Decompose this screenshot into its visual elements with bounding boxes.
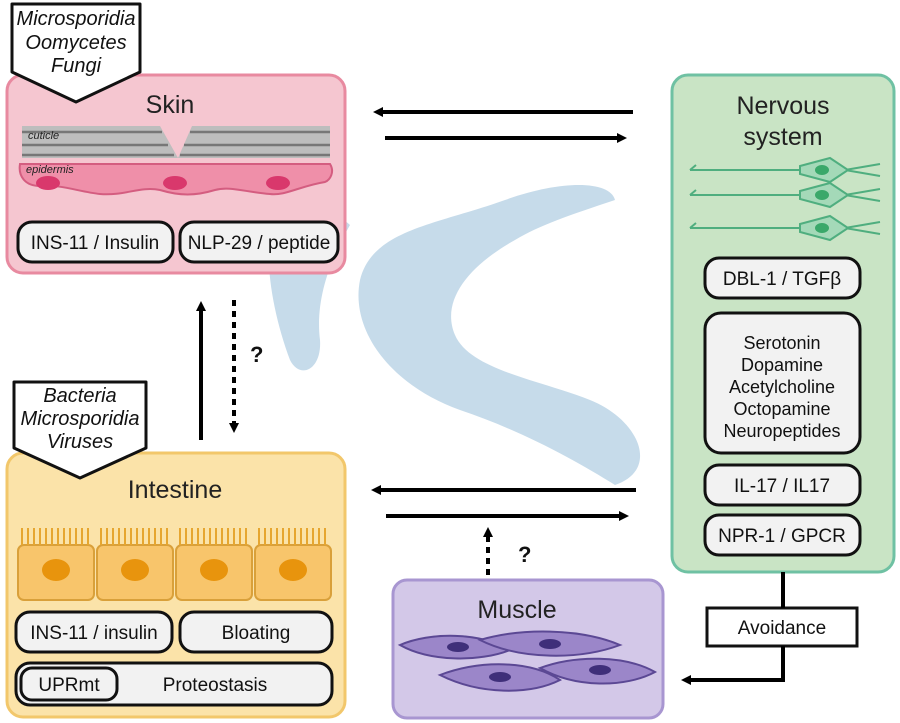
intestine-pill-uprmt-label: UPRmt xyxy=(38,675,100,696)
epidermis-nucleus xyxy=(163,176,187,190)
skin-panel: Skin cuticle epidermis INS-11 / Insulin … xyxy=(5,73,347,275)
neurotransmitter-serotonin: Serotonin xyxy=(743,333,820,353)
intestine-pill-uprmt xyxy=(19,666,119,702)
neurotransmitter-octopamine: Octopamine xyxy=(733,399,830,419)
skin-pill-insulin-label: INS-11 / Insulin xyxy=(31,233,159,254)
intestine-panel: Intestine INS-11 / insulin Bloating UPRm… xyxy=(5,451,347,719)
skin-title: Skin xyxy=(146,91,195,119)
epidermis-label: epidermis xyxy=(26,164,74,176)
skin-pill-insulin xyxy=(16,220,175,264)
intestine-pathogen-1: Bacteria xyxy=(43,385,116,407)
nervous-pill-il17-label: IL-17 / IL17 xyxy=(734,476,830,497)
neurotransmitter-neuropeptides: Neuropeptides xyxy=(723,421,840,441)
nervous-pill-npr1 xyxy=(703,513,862,557)
neurotransmitter-acetylcholine: Acetylcholine xyxy=(729,377,835,397)
neuron-illustrations xyxy=(689,156,881,242)
question-mark-muscle: ? xyxy=(518,542,531,567)
muscle-nucleus xyxy=(589,665,611,675)
neurotransmitter-dopamine: Dopamine xyxy=(741,355,823,375)
nervous-pill-dbl1 xyxy=(703,256,862,300)
worm-shape xyxy=(268,185,641,485)
neuron-nucleus xyxy=(815,223,829,233)
intestine-pathogen-2: Microsporidia xyxy=(21,408,140,430)
arrow-avoidance-to-muscle xyxy=(681,646,785,685)
skin-pill-nlp29-label: NLP-29 / peptide xyxy=(188,233,331,254)
intestine-pill-insulin-label: INS-11 / insulin xyxy=(30,623,157,644)
epidermis-nucleus xyxy=(36,176,60,190)
avoidance-label: Avoidance xyxy=(738,618,826,639)
intestine-pathogens-callout: Bacteria Microsporidia Viruses xyxy=(12,380,148,480)
muscle-nucleus xyxy=(447,642,469,652)
skin-pathogens-callout: Microsporidia Oomycetes Fungi xyxy=(10,2,142,104)
intestine-nucleus xyxy=(279,559,307,581)
nervous-panel: Nervous system DBL-1 / TGFβ Serotonin Do… xyxy=(670,73,896,574)
muscle-nucleus xyxy=(489,672,511,682)
skin-pathogen-3: Fungi xyxy=(51,55,102,77)
intestine-nucleus xyxy=(121,559,149,581)
neuron-nucleus xyxy=(815,190,829,200)
avoidance-box: Avoidance xyxy=(705,606,859,648)
skin-pathogen-1: Microsporidia xyxy=(17,8,136,30)
muscle-title: Muscle xyxy=(477,596,556,624)
cuticle-label: cuticle xyxy=(28,130,59,142)
nervous-title-line1: Nervous xyxy=(736,92,829,120)
intestine-title: Intestine xyxy=(128,476,223,504)
skin-pathogen-2: Oomycetes xyxy=(25,32,126,54)
epidermis-nucleus xyxy=(266,176,290,190)
nervous-pill-neurotransmitters xyxy=(703,311,862,455)
muscle-panel: Muscle xyxy=(391,578,665,720)
intestine-pill-insulin xyxy=(14,610,174,654)
muscle-nucleus xyxy=(539,639,561,649)
intestine-pill-bloating xyxy=(178,610,334,654)
intestine-nucleus xyxy=(42,559,70,581)
intestine-pill-proteostasis-label: Proteostasis xyxy=(163,675,268,696)
microvilli xyxy=(21,528,326,545)
neuron-nucleus xyxy=(815,165,829,175)
nervous-title-line2: system xyxy=(743,123,822,151)
intestine-nucleus xyxy=(200,559,228,581)
nervous-pill-dbl1-label: DBL-1 / TGFβ xyxy=(723,269,841,290)
intestine-pill-bloating-label: Bloating xyxy=(222,623,291,644)
nervous-pill-il17 xyxy=(703,463,862,507)
skin-pill-nlp29 xyxy=(178,220,340,264)
nervous-pill-npr1-label: NPR-1 / GPCR xyxy=(718,526,846,547)
cuticle-layers xyxy=(22,126,330,158)
question-mark-skin-intestine: ? xyxy=(250,342,263,367)
intestine-pathogen-3: Viruses xyxy=(47,431,113,453)
arrows xyxy=(196,107,785,685)
